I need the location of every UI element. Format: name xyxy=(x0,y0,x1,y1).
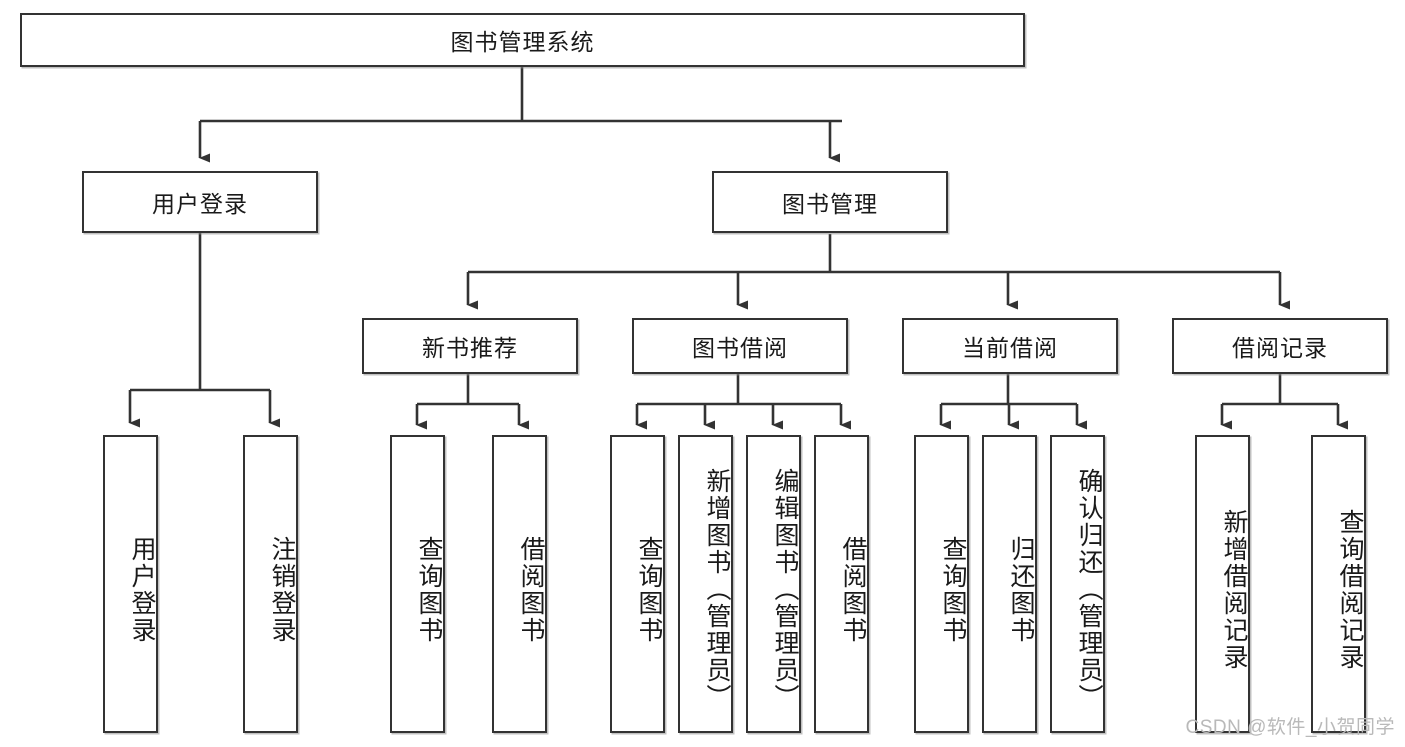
node-book-borrow[interactable]: 图书借阅 xyxy=(632,318,848,374)
node-label: 查询借阅记录 xyxy=(1336,509,1364,671)
leaf-current-borrow-return-book[interactable]: 归还图书 xyxy=(982,435,1037,733)
node-user-login[interactable]: 用户登录 xyxy=(82,171,318,233)
node-borrow-record[interactable]: 借阅记录 xyxy=(1172,318,1388,374)
leaf-user-login-login[interactable]: 用户登录 xyxy=(103,435,158,733)
leaf-borrow-record-add-record[interactable]: 新增借阅记录 xyxy=(1195,435,1250,733)
node-label: 图书管理 xyxy=(782,191,878,217)
leaf-borrow-record-query-record[interactable]: 查询借阅记录 xyxy=(1311,435,1366,733)
node-new-book-recommend[interactable]: 新书推荐 xyxy=(362,318,578,374)
node-label: 借阅图书 xyxy=(839,536,867,644)
leaf-new-book-query-book[interactable]: 查询图书 xyxy=(390,435,445,733)
node-label: 借阅记录 xyxy=(1232,335,1328,361)
node-label: 图书借阅 xyxy=(692,335,788,361)
leaf-book-borrow-edit-book-admin[interactable]: 编辑图书（管理员） xyxy=(746,435,801,733)
node-label: 当前借阅 xyxy=(962,335,1058,361)
node-label: 新书推荐 xyxy=(422,335,518,361)
node-label: 注销登录 xyxy=(268,536,296,644)
node-book-management[interactable]: 图书管理 xyxy=(712,171,948,233)
leaf-user-login-logout[interactable]: 注销登录 xyxy=(243,435,298,733)
leaf-book-borrow-add-book-admin[interactable]: 新增图书（管理员） xyxy=(678,435,733,733)
node-label: 查询图书 xyxy=(635,536,663,644)
node-label: 查询图书 xyxy=(415,536,443,644)
node-label: 确认归还（管理员） xyxy=(1075,467,1103,711)
leaf-book-borrow-query-book[interactable]: 查询图书 xyxy=(610,435,665,733)
node-label: 归还图书 xyxy=(1007,536,1035,644)
node-current-borrow[interactable]: 当前借阅 xyxy=(902,318,1118,374)
leaf-new-book-borrow-book[interactable]: 借阅图书 xyxy=(492,435,547,733)
node-label: 查询图书 xyxy=(939,536,967,644)
node-label: 新增图书（管理员） xyxy=(703,467,731,711)
node-label: 借阅图书 xyxy=(517,536,545,644)
node-root-book-management-system[interactable]: 图书管理系统 xyxy=(20,13,1025,67)
leaf-book-borrow-borrow-book[interactable]: 借阅图书 xyxy=(814,435,869,733)
node-label: 编辑图书（管理员） xyxy=(771,467,799,711)
node-label: 新增借阅记录 xyxy=(1220,509,1248,671)
node-label: 图书管理系统 xyxy=(450,29,595,55)
leaf-current-borrow-confirm-return-admin[interactable]: 确认归还（管理员） xyxy=(1050,435,1105,733)
node-label: 用户登录 xyxy=(152,191,248,217)
leaf-current-borrow-query-book[interactable]: 查询图书 xyxy=(914,435,969,733)
node-label: 用户登录 xyxy=(128,536,156,644)
